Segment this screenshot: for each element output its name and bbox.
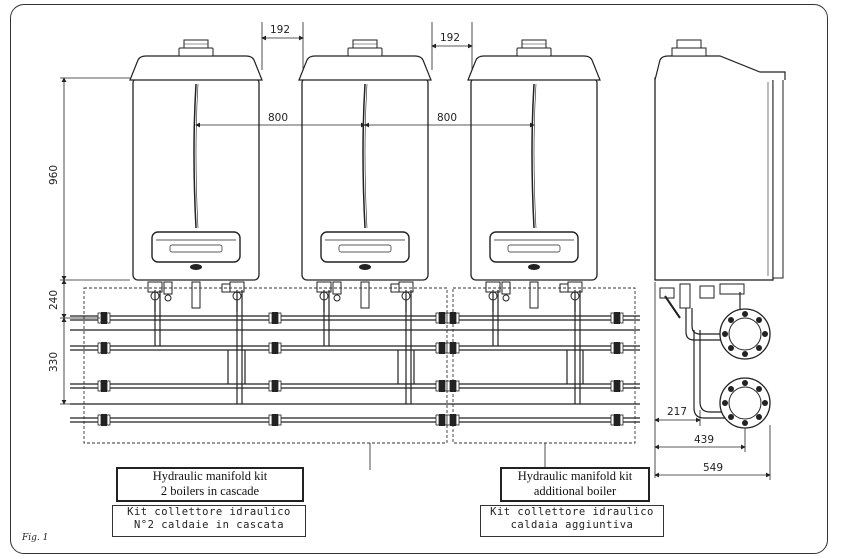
dimension-lines: [60, 22, 771, 480]
dim-height: 960: [48, 165, 60, 185]
kit-cascade-outline: [83, 287, 448, 444]
dim-pitch-1: 800: [268, 112, 288, 124]
dim-depth-1: 217: [667, 406, 687, 418]
dim-depth-3: 549: [703, 462, 723, 474]
drawing-frame: [10, 4, 828, 554]
kit-additional-subtitle-it: caldaia aggiuntiva: [510, 519, 634, 531]
figure-label: Fig. 1: [22, 533, 49, 543]
kit-cascade-label-en: Hydraulic manifold kit 2 boilers in casc…: [116, 467, 304, 502]
side-flange-lower: [719, 377, 771, 429]
pipe-flanges: [97, 311, 624, 427]
kit-cascade-title-it: Kit collettore idraulico: [127, 506, 291, 518]
kit-additional-title-it: Kit collettore idraulico: [490, 506, 654, 518]
kit-additional-label-en: Hydraulic manifold kit additional boiler: [500, 467, 650, 502]
boiler-side-view: [654, 39, 786, 419]
dim-manifold-offset: 240: [48, 290, 60, 310]
dim-gap-top-2: 192: [440, 32, 460, 44]
kit-cascade-label-it: Kit collettore idraulico N°2 caldaie in …: [112, 505, 306, 537]
kit-cascade-subtitle-it: N°2 caldaie in cascata: [133, 519, 285, 531]
kit-cascade-subtitle-en: 2 boilers in cascade: [160, 484, 260, 498]
kit-additional-outline: [452, 287, 636, 444]
dim-gap-top-1: 192: [270, 24, 290, 36]
dim-header-spacing: 330: [48, 352, 60, 372]
boiler-1: [129, 39, 263, 313]
kit-additional-label-it: Kit collettore idraulico caldaia aggiunt…: [480, 505, 664, 537]
boiler-3: [467, 39, 601, 313]
kit-additional-title-en: Hydraulic manifold kit: [517, 469, 633, 483]
manifold-pipes: [70, 290, 640, 423]
boiler-2: [298, 39, 432, 313]
kit-cascade-title-en: Hydraulic manifold kit: [152, 469, 268, 483]
dim-depth-2: 439: [694, 434, 714, 446]
side-flange-upper: [719, 308, 771, 360]
dim-pitch-2: 800: [437, 112, 457, 124]
kit-additional-subtitle-en: additional boiler: [533, 484, 617, 498]
